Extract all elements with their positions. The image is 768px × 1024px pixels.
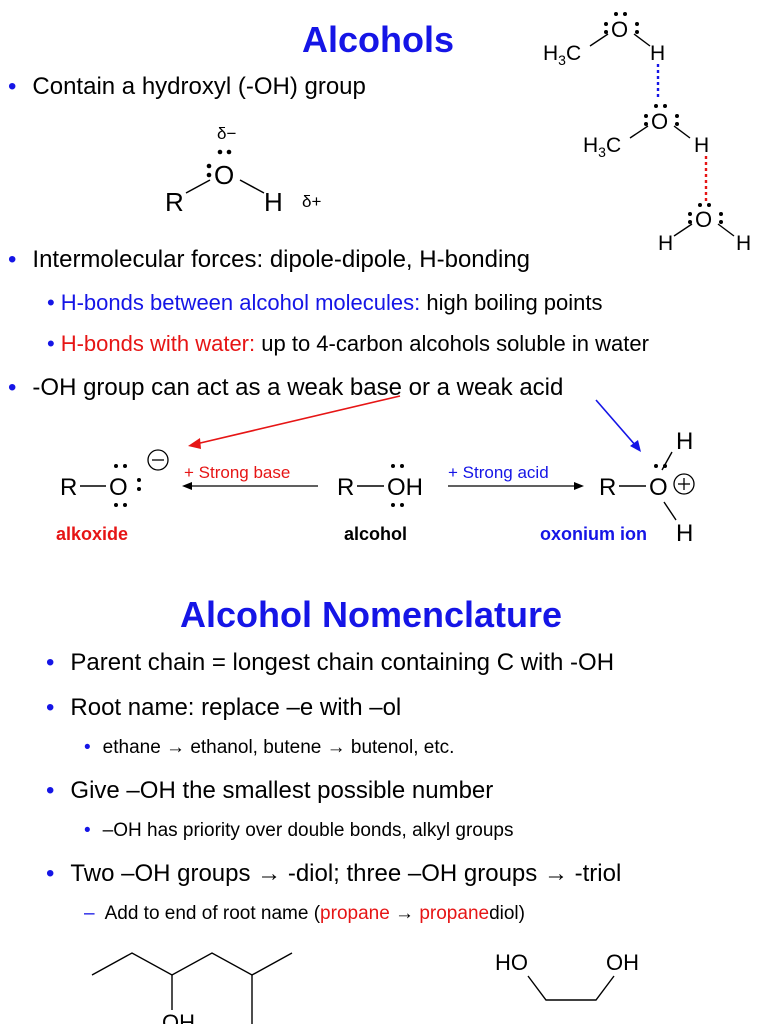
bullet-dot: • [47,331,55,356]
bullet-text: Intermolecular forces: dipole-dipole, H-… [32,246,531,273]
dash-red-1: propane [320,903,390,924]
bullet-dot: • [8,73,17,100]
bullet-intermolecular: • Intermolecular forces: dipole-dipole, H… [8,246,530,274]
delta-minus: δ− [217,124,236,143]
bullet-smallest-number: • Give –OH the smallest possible number [46,777,493,805]
blue-pointer-line [595,399,637,447]
bullet-dot: • [8,246,17,273]
oxonium-o: O [649,474,668,501]
bullet-text: -OH group can act as a weak base or a we… [32,374,564,401]
highlight-text: H-bonds with water: [60,331,256,356]
mid-h: H [694,134,709,157]
bullet-dot: • [84,820,91,841]
alcohol-label: alcohol [344,524,407,544]
bond-r-o [185,179,211,194]
bullet-parent-chain: • Parent chain = longest chain containing… [46,649,614,677]
h-atom: H [264,187,283,217]
mid-o: O [651,109,668,134]
oxonium-h-bottom: H [676,520,693,547]
bullet-text: –OH has priority over double bonds, alky… [102,820,514,841]
bullet-hydroxyl: • Contain a hydroxyl (-OH) group [8,73,366,101]
page-title: Alcohols [302,19,455,60]
water-o: O [695,207,712,232]
ethanediol: HO OH [495,950,639,1001]
positive-charge-circle [673,473,695,495]
bullet-diol-triol: • Two –OH groups → -diol; three –OH group… [46,860,621,888]
highlight-text: H-bonds between alcohol molecules: [60,290,421,315]
lone-pair-dot [217,149,223,155]
alcohol-oh: OH [387,474,423,501]
alkoxide-o: O [109,474,128,501]
sub-bullet-priority: • –OH has priority over double bonds, alk… [84,820,514,842]
bullet-dot: • [8,374,17,401]
water-h-right: H [736,232,751,255]
dash-prefix: Add to end of root name ( [104,903,321,924]
r-atom: R [165,187,184,217]
sub-bullet-examples: • ethane → ethanol, butene → butenol, etc… [84,737,454,759]
acid-base-row: R O + Strong base R OH + Strong acid R O… [56,395,695,547]
lone-pair-dot [226,149,232,155]
top-o: O [611,17,628,42]
lone-pair-dot [206,163,212,169]
lone-pair-dot [206,172,212,178]
oxonium-r: R [599,474,616,501]
red-pointer-head [188,438,201,449]
sub-bullet-water-hbonds: •H-bonds with water: up to 4-carbon alco… [47,331,649,357]
dash-arrow: → [389,903,420,924]
alkoxide-label: alkoxide [56,524,128,544]
bullet-root-name: • Root name: replace –e with –ol [46,694,401,722]
sub-bullet-alcohol-hbonds: •H-bonds between alcohol molecules: high… [47,290,603,316]
bullet-dot: • [46,860,55,887]
red-pointer-line [195,395,401,445]
bond-o-h [239,179,265,194]
rest-text: up to 4-carbon alcohols soluble in water [261,331,649,356]
hydroxyl-structure: R O H δ− δ+ [165,124,321,217]
oxonium-label: oxonium ion [540,524,647,544]
bullet-text: Root name: replace –e with –ol [70,694,402,721]
rest-text: high boiling points [426,290,603,315]
dash-red-2: propane [419,903,490,924]
alkoxide-r: R [60,474,77,501]
blue-pointer-head [630,440,641,452]
bullet-text: Two –OH groups → -diol; three –OH groups… [70,860,622,887]
bullet-dot: • [46,649,55,676]
dash-item-root-name: –Add to end of root name (propane → prop… [84,903,525,925]
water-h-left: H [658,232,673,255]
dash-marker: – [84,903,95,924]
branched-alcohol: OH [91,952,293,1024]
nomenclature-title: Alcohol Nomenclature [180,594,563,635]
branched-oh: OH [162,1010,195,1024]
alcohol-r: R [337,474,354,501]
top-methyl: H3C [543,42,581,68]
negative-charge-circle [147,449,169,471]
acid-arrow-head [574,482,584,490]
diol-right: OH [606,950,639,975]
mid-methyl: H3C [583,134,621,160]
dash-suffix: diol) [489,903,525,924]
bullet-text: Parent chain = longest chain containing … [70,649,615,676]
bullet-dot: • [47,290,55,315]
diol-left: HO [495,950,528,975]
bullet-dot: • [84,737,91,758]
bullet-dot: • [46,694,55,721]
acid-arrow-label: + Strong acid [448,463,549,482]
bullet-text: ethane → ethanol, butene → butenol, etc. [102,737,455,758]
bullet-text: Give –OH the smallest possible number [70,777,494,804]
hbond-chain: H3C O H H3C O H H O H [543,12,751,255]
top-h: H [650,42,665,65]
bullet-acid-base: • -OH group can act as a weak base or a w… [8,374,563,402]
oxonium-h-top: H [676,428,693,455]
base-arrow-head [182,482,192,490]
bullet-text: Contain a hydroxyl (-OH) group [32,73,366,100]
bullet-dot: • [46,777,55,804]
delta-plus: δ+ [302,192,321,211]
o-atom: O [214,160,234,190]
base-arrow-label: + Strong base [184,463,290,482]
